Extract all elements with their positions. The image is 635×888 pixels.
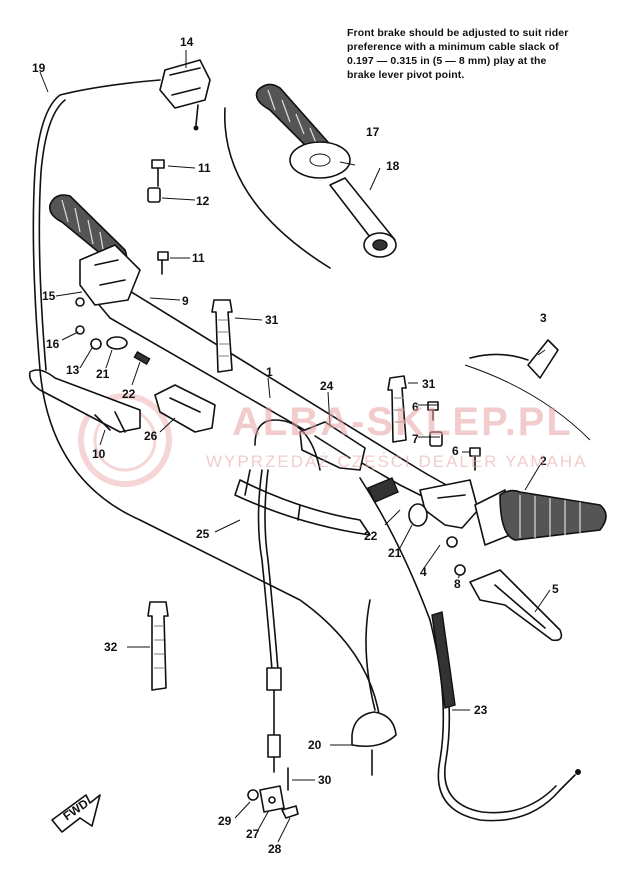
callout-2: 2 <box>540 454 547 468</box>
strap-31-right <box>387 375 407 443</box>
callout-19: 19 <box>32 61 46 75</box>
callout-27: 27 <box>246 827 260 841</box>
callout-23: 23 <box>474 703 488 717</box>
leader-lines <box>39 50 551 843</box>
collar-7 <box>429 431 443 447</box>
callout-21-left: 21 <box>96 367 110 381</box>
callout-31-right: 31 <box>422 377 436 391</box>
clutch-cable-25 <box>254 419 321 773</box>
callout-5: 5 <box>552 582 559 596</box>
callout-22-left: 22 <box>122 387 136 401</box>
bolt-11-lower <box>157 251 169 275</box>
note-line-3: 0.197 — 0.315 in (5 — 8 mm) play at the <box>347 55 547 67</box>
throttle-housing <box>159 59 211 131</box>
callout-15: 15 <box>42 289 56 303</box>
callout-9: 9 <box>182 294 189 308</box>
callout-31-left: 31 <box>265 313 279 327</box>
throttle-inset <box>224 83 397 269</box>
callout-29: 29 <box>218 814 232 828</box>
throttle-cable-19 <box>32 79 381 721</box>
callout-7: 7 <box>412 432 419 446</box>
switch-3 <box>464 339 591 441</box>
brake-lever-5 <box>469 569 563 642</box>
right-grip <box>474 489 607 546</box>
callout-20: 20 <box>308 738 322 752</box>
callout-6-lower: 6 <box>452 444 459 458</box>
watermark-subtitle: WYPRZEDAŻ CZĘŚCI DEALER YAMAHA <box>206 452 588 471</box>
cable-boots <box>154 384 366 471</box>
callout-4: 4 <box>420 565 427 579</box>
brake-cable-23 <box>359 477 581 822</box>
strap-31-left <box>211 299 233 373</box>
callout-12: 12 <box>196 194 210 208</box>
callout-18: 18 <box>386 159 400 173</box>
watermark-title: ALBA-SKLEP.PL <box>232 400 573 444</box>
callout-30: 30 <box>318 773 332 787</box>
callout-25: 25 <box>196 527 210 541</box>
callout-22-right: 22 <box>364 529 378 543</box>
bolt-6-upper <box>427 401 439 421</box>
callout-11-lower: 11 <box>192 251 205 265</box>
bolt-28 <box>281 805 299 819</box>
callout-16: 16 <box>46 337 60 351</box>
callout-1: 1 <box>266 365 273 379</box>
callout-32: 32 <box>104 640 118 654</box>
callout-26: 26 <box>144 429 158 443</box>
callout-3: 3 <box>540 311 547 325</box>
right-perch <box>419 479 479 576</box>
callout-14: 14 <box>180 35 194 49</box>
cover-20 <box>351 599 397 776</box>
callout-17: 17 <box>366 125 380 139</box>
left-lever <box>28 297 151 433</box>
fwd-arrow: FWD <box>51 794 101 833</box>
note-line-2: preference with a minimum cable slack of <box>347 41 559 53</box>
strap-32 <box>147 601 169 691</box>
callout-6-upper: 6 <box>412 400 419 414</box>
collar-12 <box>147 187 161 203</box>
note-line-1: Front brake should be adjusted to suit r… <box>347 27 569 39</box>
bolt-11-upper <box>151 159 165 187</box>
left-grip <box>48 194 141 306</box>
callout-11-upper: 11 <box>198 161 211 175</box>
callout-21-right: 21 <box>388 546 402 560</box>
callout-10: 10 <box>92 447 106 461</box>
clamp-27 <box>259 785 285 813</box>
note-line-4: brake lever pivot point. <box>347 69 465 81</box>
callout-labels: 14 19 17 18 11 12 11 15 9 31 16 13 21 22… <box>32 35 559 856</box>
callout-13: 13 <box>66 363 80 377</box>
callout-8: 8 <box>454 577 461 591</box>
brake-adjustment-note: Front brake should be adjusted to suit r… <box>347 26 617 82</box>
adjusters-21-22-right <box>367 477 428 527</box>
callout-24: 24 <box>320 379 334 393</box>
callout-28: 28 <box>268 842 282 856</box>
nut-29 <box>247 789 259 801</box>
